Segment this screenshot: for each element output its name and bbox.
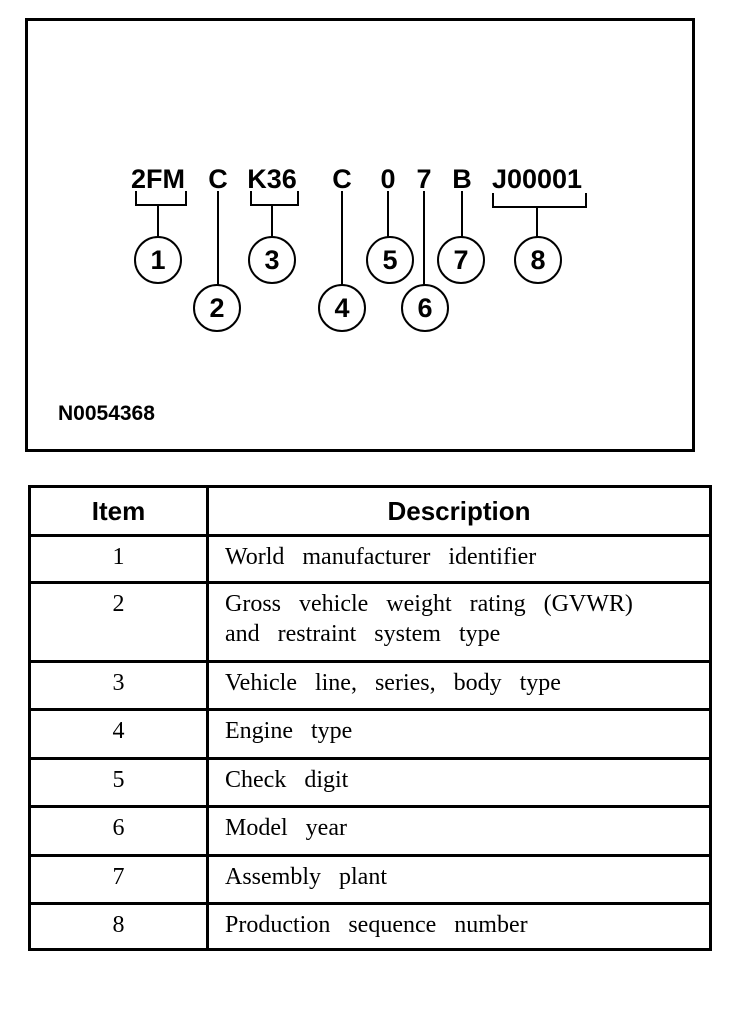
callout-2: 2	[193, 284, 241, 332]
table-header-description: Description	[206, 485, 712, 537]
callout-7: 7	[437, 236, 485, 284]
callout-3: 3	[248, 236, 296, 284]
description-cell: Vehicle line, series, body type	[206, 660, 712, 711]
callout-4: 4	[318, 284, 366, 332]
table-row: 7 Assembly plant	[28, 854, 712, 905]
description-cell: Gross vehicle weight rating (GVWR) and r…	[206, 581, 712, 663]
vin-segment-7: B	[452, 164, 472, 194]
item-cell: 5	[28, 757, 209, 808]
table-row: 5 Check digit	[28, 757, 712, 808]
description-cell: Assembly plant	[206, 854, 712, 905]
leader-line-7	[461, 191, 463, 237]
leader-line-8	[536, 206, 538, 237]
vin-segment-5: 0	[380, 164, 396, 194]
callout-5: 5	[366, 236, 414, 284]
table-row: 3 Vehicle line, series, body type	[28, 660, 712, 711]
item-cell: 4	[28, 708, 209, 760]
vin-segment-6: 7	[416, 164, 432, 194]
description-cell: Production sequence number	[206, 902, 712, 951]
bracket-segment-8	[492, 193, 587, 208]
table-header-item: Item	[28, 485, 209, 537]
item-cell: 2	[28, 581, 209, 663]
item-cell: 6	[28, 805, 209, 857]
bracket-segment-1	[135, 191, 187, 206]
vin-legend-table: Item Description 1 World manufacturer id…	[28, 485, 712, 951]
callout-8: 8	[514, 236, 562, 284]
figure-caption: N0054368	[58, 402, 155, 425]
vin-segment-2: C	[208, 164, 228, 194]
vin-segment-4: C	[332, 164, 352, 194]
description-cell: Model year	[206, 805, 712, 857]
leader-line-4	[341, 191, 343, 285]
description-cell: Engine type	[206, 708, 712, 760]
item-cell: 8	[28, 902, 209, 951]
vin-segment-1: 2FM	[131, 164, 185, 194]
bracket-segment-3	[250, 191, 299, 206]
vin-segment-3: K36	[247, 164, 297, 194]
vin-segment-8: J00001	[491, 164, 583, 194]
table-header-row: Item Description	[28, 485, 712, 537]
leader-line-1	[157, 204, 159, 237]
leader-line-2	[217, 191, 219, 285]
description-cell: Check digit	[206, 757, 712, 808]
item-cell: 1	[28, 534, 209, 584]
item-cell: 7	[28, 854, 209, 905]
description-cell: World manufacturer identifier	[206, 534, 712, 584]
leader-line-5	[387, 191, 389, 237]
leader-line-3	[271, 204, 273, 237]
leader-line-6	[423, 191, 425, 285]
table-row: 4 Engine type	[28, 708, 712, 760]
table-row: 1 World manufacturer identifier	[28, 534, 712, 584]
table-row: 6 Model year	[28, 805, 712, 857]
table-row: 2 Gross vehicle weight rating (GVWR) and…	[28, 581, 712, 663]
vin-figure-panel: 2FM C K36 C 0 7 B J00001 1 3 5 7 8 2 4 6…	[25, 18, 695, 452]
table-row: 8 Production sequence number	[28, 902, 712, 951]
callout-1: 1	[134, 236, 182, 284]
item-cell: 3	[28, 660, 209, 711]
callout-6: 6	[401, 284, 449, 332]
